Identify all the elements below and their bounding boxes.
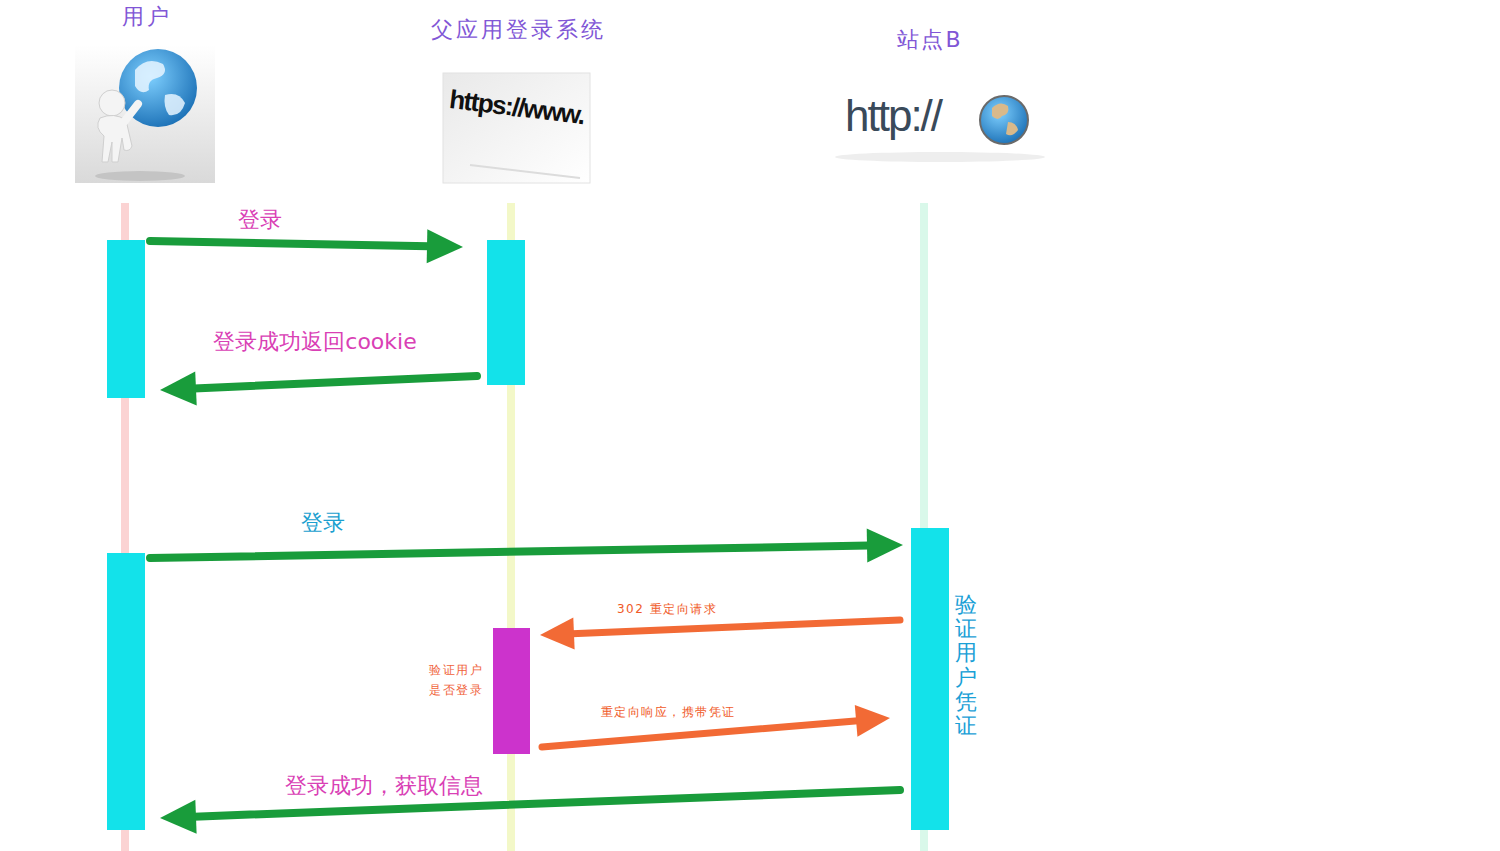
user-icon — [75, 45, 215, 183]
activation-bar — [487, 240, 525, 385]
message-label: 重定向响应，携带凭证 — [601, 704, 736, 721]
message-label: 登录成功返回cookie — [213, 327, 416, 357]
message-arrow — [540, 618, 900, 650]
arrow-head — [540, 618, 575, 650]
message-label: 登录 — [301, 508, 345, 538]
activation-bar: 验证用户 是否登录 — [493, 628, 530, 754]
arrow-head — [160, 371, 197, 405]
note-text: 验证用户 是否登录 — [426, 660, 486, 701]
arrow-shaft — [150, 241, 429, 246]
participant-title: 用户 — [122, 2, 172, 32]
message-label: 登录成功，获取信息 — [285, 771, 483, 801]
lifeline-column: 父应用登录系统验证用户 是否登录 — [487, 0, 525, 851]
activation-bar — [107, 553, 145, 830]
https-image — [443, 73, 590, 183]
arrow-shaft — [194, 376, 477, 388]
image-text: https://www. — [448, 84, 586, 131]
message-arrow — [150, 529, 903, 563]
arrow-head — [427, 229, 463, 263]
message-arrow — [150, 229, 463, 263]
activation-bar — [107, 240, 145, 398]
activation-bar — [911, 528, 949, 830]
message-label: 302 重定向请求 — [617, 601, 717, 618]
arrow-shaft — [542, 721, 858, 747]
message-arrow — [160, 371, 477, 405]
arrow-head — [160, 800, 197, 834]
arrow-head — [855, 705, 890, 737]
image-text: http:// — [845, 91, 941, 141]
note-text: 验证用户凭证 — [955, 593, 977, 738]
arrow-shaft — [150, 546, 869, 558]
participant-title: 父应用登录系统 — [431, 15, 606, 45]
arrow-head — [867, 529, 903, 563]
message-label: 登录 — [238, 205, 282, 235]
message-arrow — [542, 705, 890, 747]
participant-title: 站点B — [897, 25, 962, 55]
lifeline-column: 用户 — [107, 0, 145, 851]
message-arrow — [160, 790, 900, 834]
arrow-shaft — [572, 620, 900, 634]
